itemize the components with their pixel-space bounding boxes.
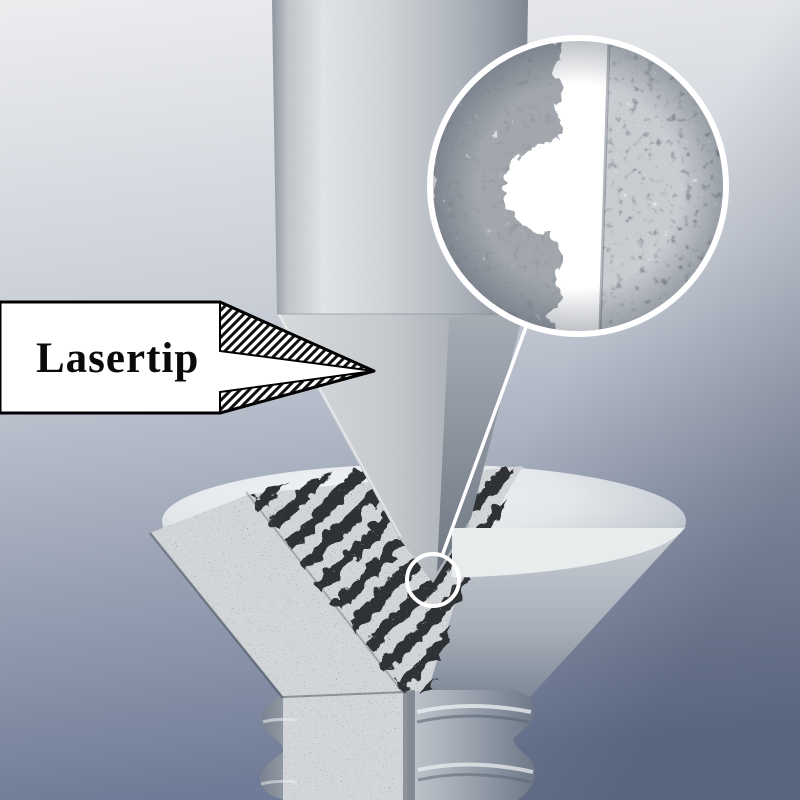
thread-ridge-left-2 bbox=[260, 779, 298, 786]
lasertip-banner: Lasertip bbox=[0, 300, 376, 415]
lasertip-label: Lasertip bbox=[36, 335, 199, 382]
thread-ridge-shadow-2 bbox=[417, 772, 532, 784]
recess-wall-edge bbox=[245, 491, 402, 691]
magnifier-callout bbox=[405, 35, 729, 608]
magnifier-vignette bbox=[432, 40, 724, 332]
magnifier-content bbox=[432, 40, 724, 332]
detail-target-ring bbox=[405, 552, 461, 608]
cut-edge-line bbox=[149, 532, 284, 699]
section-bottom-edge bbox=[282, 691, 408, 698]
thread-ridge-shadow-1 bbox=[416, 714, 530, 724]
thread-ridge-highlight-2 bbox=[417, 762, 534, 774]
banner-tip-lower-facet bbox=[219, 370, 375, 415]
section-step-shadow bbox=[403, 690, 415, 800]
magnifier-ring bbox=[427, 35, 729, 337]
magnifier-circle bbox=[427, 35, 729, 337]
leader-line bbox=[440, 326, 528, 557]
screw-head-near-rim bbox=[452, 528, 685, 578]
thread-ridge-highlight-1 bbox=[416, 704, 532, 714]
thread-ridge-left-1 bbox=[262, 717, 298, 724]
banner-tip-upper-facet bbox=[219, 300, 375, 372]
